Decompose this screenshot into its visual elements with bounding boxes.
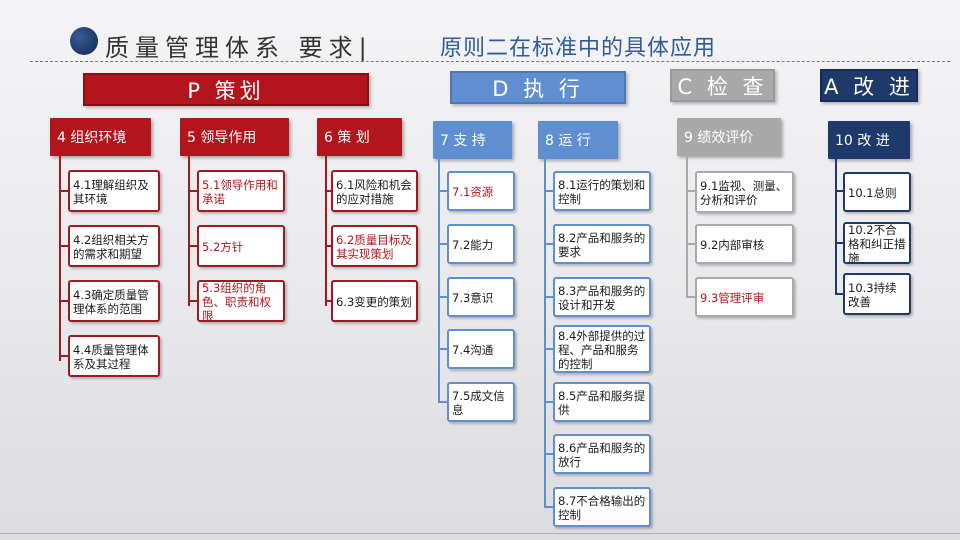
subclause-5-1: 5.1领导作用和承诺 [197, 170, 285, 212]
connector-line [835, 293, 843, 295]
connector-line [325, 300, 331, 302]
connector-line [686, 156, 688, 297]
connector-line [438, 348, 447, 350]
clause-4-header: 4 组织环境 [50, 118, 151, 156]
connector-line [544, 401, 553, 403]
clause-9-header: 9 绩效评价 [677, 118, 781, 156]
subclause-5-2: 5.2方针 [197, 225, 285, 267]
connector-line [59, 300, 68, 302]
connector-line [835, 159, 837, 294]
title-bullet-dot [70, 27, 98, 55]
subclause-7-2: 7.2能力 [447, 224, 515, 264]
connector-line [59, 355, 68, 357]
subclause-4-3: 4.3确定质量管理体系的范围 [68, 280, 160, 322]
clause-6-header: 6 策 划 [317, 118, 402, 156]
subclause-8-4: 8.4外部提供的过程、产品和服务的控制 [553, 325, 651, 373]
subclause-6-3: 6.3变更的策划 [331, 280, 418, 322]
connector-line [188, 156, 190, 306]
connector-line [544, 159, 546, 507]
subclause-7-3: 7.3意识 [447, 277, 515, 317]
connector-line [438, 401, 447, 403]
connector-line [544, 296, 553, 298]
subclause-8-1: 8.1运行的策划和控制 [553, 171, 651, 211]
phase-check-banner: C 检 查 [670, 69, 775, 102]
connector-line [325, 245, 331, 247]
footer-divider [0, 533, 960, 534]
connector-line [325, 156, 327, 306]
connector-line [686, 296, 695, 298]
connector-line [59, 245, 68, 247]
connector-line [438, 159, 440, 402]
phase-plan-banner: P 策划 [83, 73, 369, 106]
connector-line [59, 190, 68, 192]
connector-line [188, 300, 197, 302]
clause-7-header: 7 支 持 [433, 121, 512, 159]
subclause-9-2: 9.2内部审核 [695, 224, 794, 264]
clause-10-header: 10 改 进 [828, 121, 910, 159]
subclause-6-2: 6.2质量目标及其实现策划 [331, 225, 418, 267]
page-title: 质量管理体系 要求| [105, 34, 373, 62]
subclause-8-5: 8.5产品和服务提供 [553, 382, 651, 422]
connector-line [438, 243, 447, 245]
connector-line [59, 156, 61, 361]
phase-act-banner: A 改 进 [820, 69, 918, 102]
subclause-9-3: 9.3管理评审 [695, 277, 794, 317]
header-divider [30, 61, 950, 62]
connector-line [544, 348, 553, 350]
subclause-8-3: 8.3产品和服务的设计和开发 [553, 277, 651, 317]
clause-5-header: 5 领导作用 [180, 118, 289, 156]
subclause-7-5: 7.5成文信息 [447, 382, 515, 422]
subclause-6-1: 6.1风险和机会的应对措施 [331, 170, 418, 212]
subclause-8-6: 8.6产品和服务的放行 [553, 434, 651, 474]
subclause-7-1: 7.1资源 [447, 171, 515, 211]
connector-line [544, 243, 553, 245]
connector-line [188, 190, 197, 192]
subclause-8-7: 8.7不合格输出的控制 [553, 487, 651, 527]
subclause-7-4: 7.4沟通 [447, 329, 515, 369]
subclause-5-3: 5.3组织的角色、职责和权限 [197, 280, 285, 322]
connector-line [835, 190, 843, 192]
phase-do-banner: D 执 行 [450, 71, 626, 104]
subclause-10-3: 10.3持续改善 [843, 273, 911, 315]
subclause-4-1: 4.1理解组织及其环境 [68, 170, 160, 212]
connector-line [686, 243, 695, 245]
connector-line [438, 190, 447, 192]
connector-line [325, 190, 331, 192]
connector-line [544, 506, 553, 508]
connector-line [544, 190, 553, 192]
subclause-4-2: 4.2组织相关方的需求和期望 [68, 225, 160, 267]
subclause-8-2: 8.2产品和服务的要求 [553, 224, 651, 264]
subclause-10-2: 10.2不合格和纠正措施 [843, 222, 911, 264]
clause-8-header: 8 运 行 [538, 121, 618, 159]
connector-line [686, 190, 695, 192]
page-subtitle: 原则二在标准中的具体应用 [440, 36, 717, 61]
connector-line [835, 242, 843, 244]
subclause-9-1: 9.1监视、测量、分析和评价 [695, 171, 794, 213]
subclause-4-4: 4.4质量管理体系及其过程 [68, 335, 160, 377]
connector-line [188, 245, 197, 247]
connector-line [544, 453, 553, 455]
connector-line [438, 296, 447, 298]
subclause-10-1: 10.1总则 [843, 172, 911, 212]
